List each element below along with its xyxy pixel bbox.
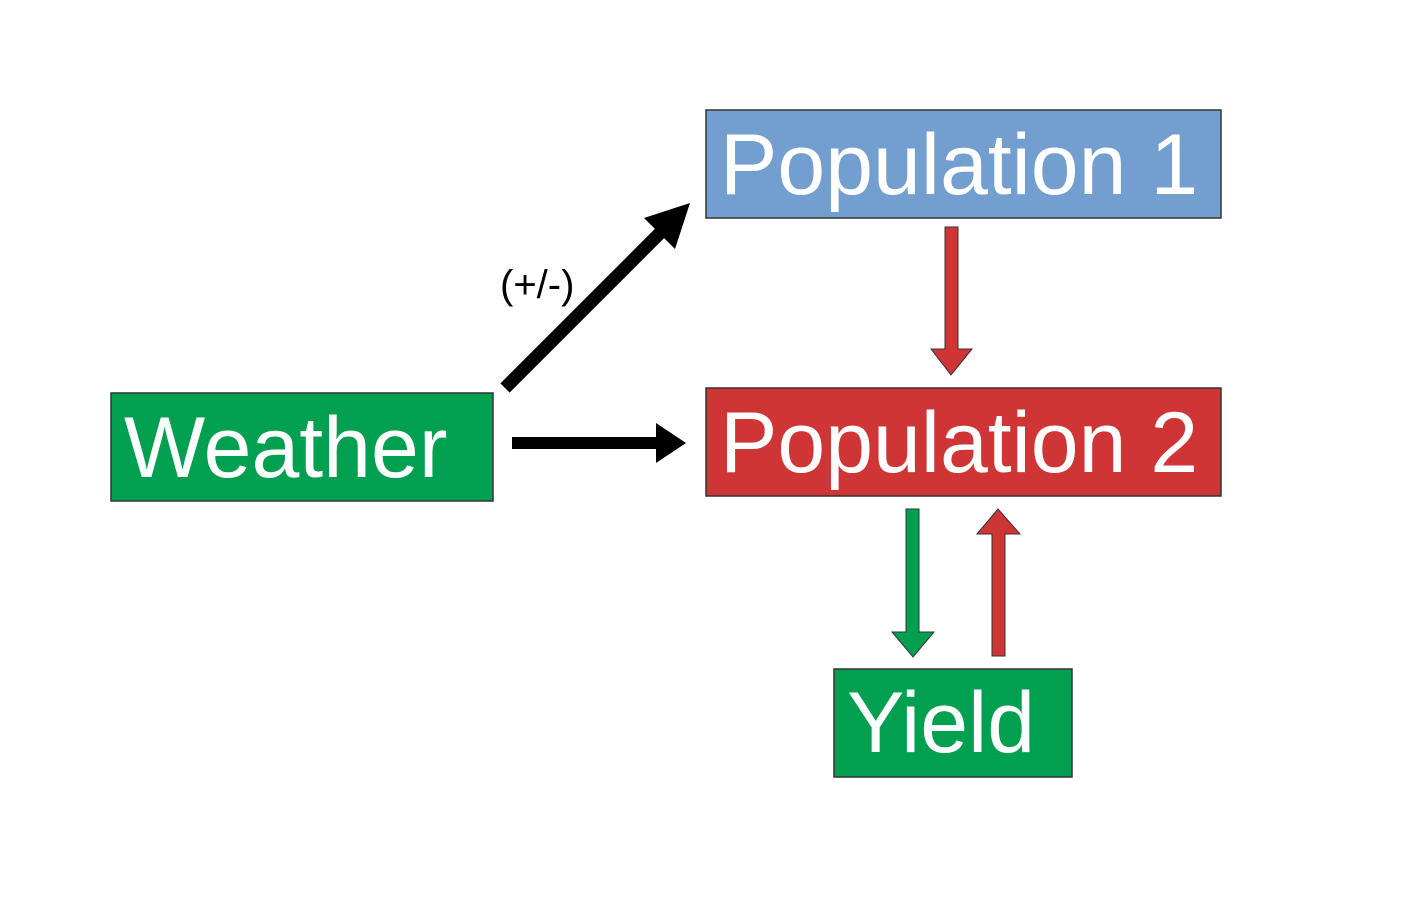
node-yield: Yield: [833, 668, 1073, 778]
edge-weather-to-population-2-arrowhead: [656, 423, 686, 463]
edge-weather-to-population-1-shaft: [500, 221, 672, 393]
node-yield-label: Yield: [847, 675, 1035, 771]
node-population-2: Population 2: [705, 387, 1222, 497]
node-population-2-label: Population 2: [720, 395, 1198, 491]
edge-population-1-to-population-2: [929, 226, 974, 376]
edge-yield-to-population-2: [975, 508, 1022, 657]
edge-weather-to-population-1-arrowhead: [644, 203, 690, 249]
edge-population-1-to-population-2-arrow: [929, 226, 974, 376]
edge-weather-to-population-2: [512, 423, 686, 463]
node-population-1: Population 1: [705, 109, 1222, 219]
edge-population-2-to-yield-arrow: [890, 508, 936, 658]
edge-yield-to-population-2-arrow: [975, 508, 1022, 657]
edge-weather-to-population-1: [500, 203, 690, 393]
node-weather-label: Weather: [124, 400, 447, 496]
edge-population-2-to-yield: [890, 508, 936, 658]
node-yield-box: [833, 668, 1073, 778]
edge-weather-to-population-2-shaft: [512, 437, 660, 449]
edge-weather-to-population-1-label: (+/-): [500, 263, 574, 307]
node-population-1-box: [705, 109, 1222, 219]
node-population-2-box: [705, 387, 1222, 497]
node-weather-box: [110, 392, 494, 502]
node-weather: Weather: [110, 392, 494, 502]
node-population-1-label: Population 1: [720, 117, 1198, 213]
